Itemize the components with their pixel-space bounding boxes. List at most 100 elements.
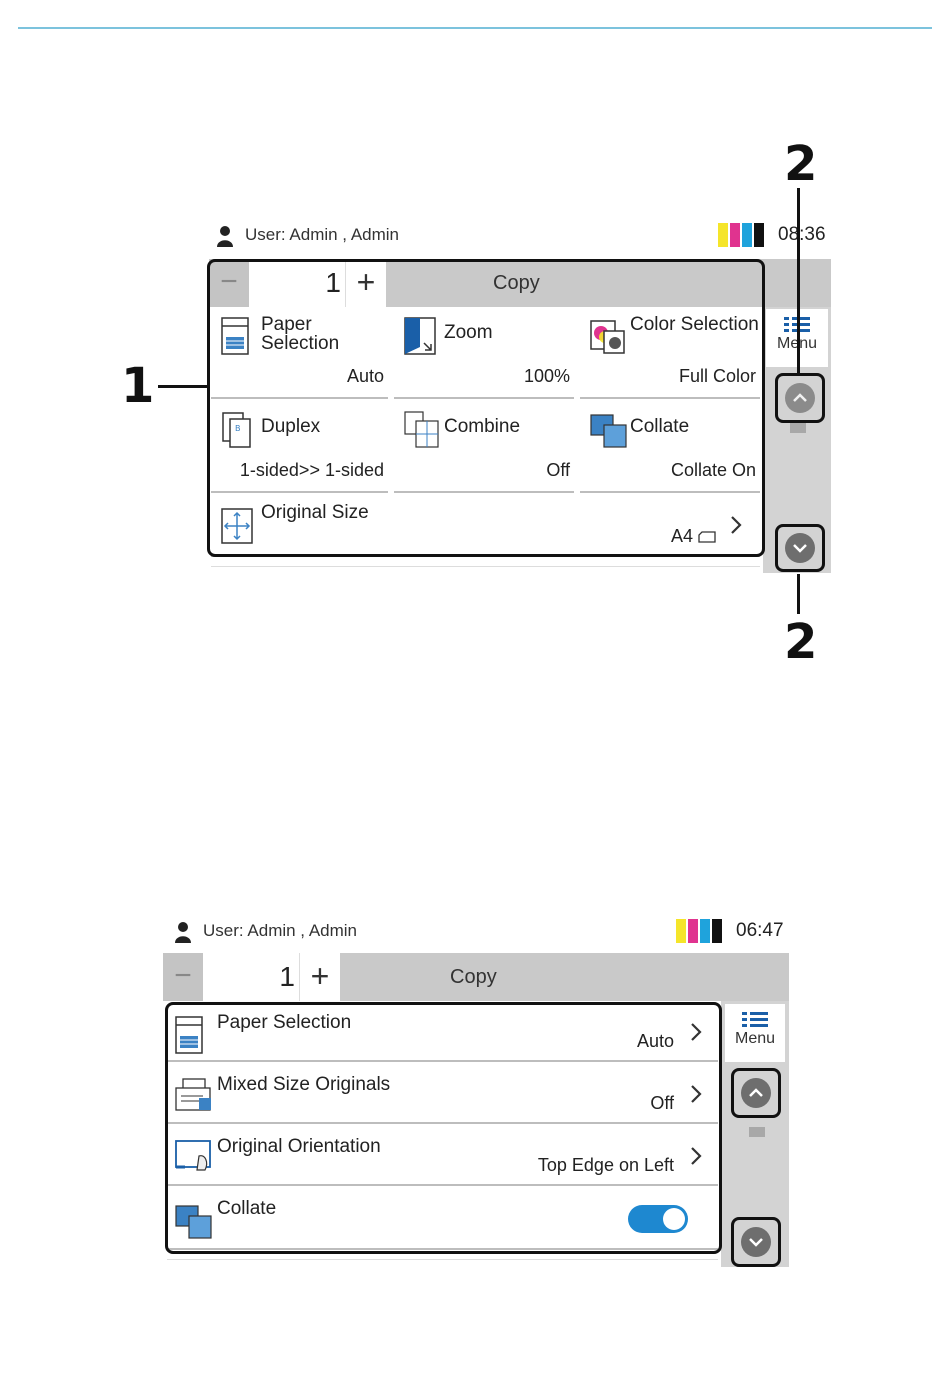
original-size-icon: [221, 508, 253, 544]
tile-label: Collate: [630, 416, 690, 437]
increase-copies-button[interactable]: +: [299, 953, 340, 1001]
copies-field[interactable]: 1: [203, 953, 299, 1001]
status-bar: User: Admin , Admin 08:36: [205, 215, 831, 255]
chevron-right-icon: [691, 1023, 702, 1041]
tile-value: Auto: [346, 366, 384, 386]
chevron-down-icon: [785, 533, 815, 563]
toner-black: [712, 919, 722, 943]
landscape-page-icon: [698, 531, 716, 543]
toner-magenta: [688, 919, 698, 943]
copy-bar: − 1 + Copy: [209, 259, 831, 307]
combine-icon: [404, 411, 439, 448]
tile-value: 100%: [523, 366, 570, 386]
tile-duplex[interactable]: B Duplex 1-sided>> 1-sided: [211, 403, 388, 491]
user-icon: [175, 922, 191, 943]
toner-indicator: [676, 919, 722, 943]
copy-title: Copy: [493, 272, 540, 294]
menu-label: Menu: [734, 1030, 776, 1047]
row-label: Paper Selection: [217, 1012, 352, 1033]
orientation-icon: [175, 1140, 211, 1171]
scroll-up-button[interactable]: [731, 1068, 781, 1118]
chevron-right-icon: [691, 1085, 702, 1103]
zoom-icon: [404, 317, 436, 355]
menu-icon: [742, 1012, 768, 1027]
copy-bar: − 1 + Copy: [163, 953, 789, 1001]
next-row-peek: [167, 1260, 718, 1267]
callout-2-top-leader: [797, 188, 800, 373]
row-label: Original Orientation: [217, 1136, 381, 1157]
tile-label: Color Selection: [630, 314, 759, 335]
tile-label: Duplex: [261, 416, 321, 437]
tile-paper-selection[interactable]: Paper Selection Auto: [211, 309, 388, 397]
increase-copies-button[interactable]: +: [345, 259, 386, 307]
row-original-orientation[interactable]: Original Orientation Top Edge on Left: [167, 1128, 718, 1184]
row-collate[interactable]: Collate: [167, 1190, 718, 1248]
tile-value: Off: [546, 460, 570, 480]
tile-color-selection[interactable]: Color Selection Full Color: [580, 309, 760, 397]
collate-toggle[interactable]: [628, 1205, 688, 1233]
tile-combine[interactable]: Combine Off: [394, 403, 574, 491]
row-mixed-size-originals[interactable]: Mixed Size Originals Off: [167, 1066, 718, 1122]
scroll-position-indicator: [790, 423, 806, 433]
paper-icon: [175, 1016, 203, 1054]
callout-1-leader: [158, 385, 208, 388]
row-value: A4: [671, 526, 716, 547]
chevron-down-icon: [741, 1227, 771, 1257]
row-label: Original Size: [261, 502, 369, 523]
row-value: Off: [650, 1093, 674, 1113]
chevron-right-icon: [731, 516, 742, 534]
next-row-peek: [211, 567, 760, 573]
callout-2-bottom-leader: [797, 574, 800, 614]
tile-value: Collate On: [670, 460, 756, 480]
screen1-panel: User: Admin , Admin 08:36 − 1 + Copy Men…: [205, 215, 831, 573]
chevron-up-icon: [741, 1078, 771, 1108]
top-rule: [18, 27, 932, 29]
scroll-up-button[interactable]: [775, 373, 825, 423]
color-icon: [590, 320, 625, 354]
tile-label: Paper Selection: [261, 314, 340, 354]
scroll-down-button[interactable]: [731, 1217, 781, 1267]
tile-label: Zoom: [444, 322, 493, 343]
callout-1: 1: [121, 358, 155, 414]
chevron-right-icon: [691, 1147, 702, 1165]
toner-indicator: [718, 223, 764, 247]
chevron-up-icon: [785, 383, 815, 413]
menu-button[interactable]: Menu: [725, 1004, 785, 1062]
user-icon: [217, 226, 233, 247]
toner-yellow: [676, 919, 686, 943]
collate-icon: [175, 1205, 212, 1239]
tile-zoom[interactable]: Zoom 100%: [394, 309, 574, 397]
decrease-copies-button[interactable]: −: [163, 953, 203, 1001]
copy-title: Copy: [450, 966, 497, 988]
row-paper-selection[interactable]: Paper Selection Auto: [167, 1004, 718, 1060]
collate-icon: [590, 414, 627, 448]
clock: 06:47: [736, 920, 784, 941]
clock: 08:36: [778, 224, 826, 245]
menu-icon: [784, 317, 810, 332]
toner-yellow: [718, 223, 728, 247]
row-original-size[interactable]: Original Size A4: [211, 497, 760, 555]
toner-magenta: [730, 223, 740, 247]
scroll-down-button[interactable]: [775, 524, 825, 572]
tile-value: 1-sided>> 1-sided: [239, 460, 384, 480]
copies-field[interactable]: 1: [249, 259, 345, 307]
duplex-icon: B: [222, 412, 251, 448]
toner-cyan: [742, 223, 752, 247]
paper-icon: [221, 317, 249, 355]
scroll-position-indicator: [749, 1127, 765, 1137]
toggle-knob: [663, 1208, 685, 1230]
row-value: Auto: [636, 1031, 674, 1051]
decrease-copies-button[interactable]: −: [209, 259, 249, 307]
tile-collate[interactable]: Collate Collate On: [580, 403, 760, 491]
tile-value: Full Color: [678, 366, 756, 386]
row-value: Top Edge on Left: [537, 1155, 674, 1175]
callout-2-bottom: 2: [784, 614, 818, 670]
callout-2-top: 2: [784, 136, 818, 192]
user-label: User: Admin , Admin: [245, 225, 400, 244]
toner-black: [754, 223, 764, 247]
original-size-value: A4: [670, 526, 693, 546]
mixed-size-icon: [175, 1078, 211, 1111]
row-label: Collate: [217, 1198, 277, 1219]
screen2-panel: User: Admin , Admin 06:47 − 1 + Copy Men…: [163, 911, 789, 1267]
row-label: Mixed Size Originals: [217, 1074, 391, 1095]
